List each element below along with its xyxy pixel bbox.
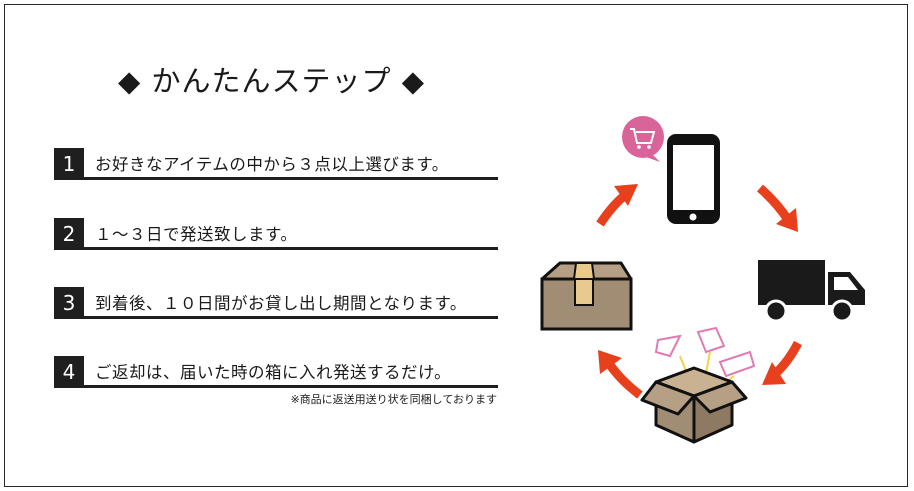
- closed-box-icon: [540, 261, 633, 331]
- step-underline: [84, 177, 498, 180]
- page-title: ◆ かんたんステップ ◆: [118, 64, 426, 98]
- arrow-phone-to-truck: [756, 184, 798, 232]
- arrow-box-to-parcel: [598, 350, 643, 399]
- step-text: 到着後、１０日間がお貸し出し期間となります。: [95, 294, 467, 313]
- step-3: 3 到着後、１０日間がお貸し出し期間となります。: [54, 287, 498, 319]
- page-frame: [4, 4, 908, 487]
- step-number: 4: [54, 356, 84, 388]
- open-box-icon: [640, 326, 756, 444]
- step-text: １〜３日で発送致します。: [95, 225, 298, 244]
- step-number: 1: [54, 148, 84, 180]
- truck-icon: [758, 260, 865, 323]
- arrow-truck-to-box: [762, 340, 802, 385]
- step-1: 1 お好きなアイテムの中から３点以上選びます。: [54, 148, 498, 180]
- step-number: 3: [54, 287, 84, 319]
- process-cycle-illustration: [540, 116, 865, 444]
- step-text: ご返却は、届いた時の箱に入れ発送するだけ。: [95, 363, 452, 382]
- step-underline: [84, 247, 498, 250]
- step-number: 2: [54, 218, 84, 250]
- step-text: お好きなアイテムの中から３点以上選びます。: [95, 155, 449, 174]
- cart-icon: [622, 116, 664, 162]
- arrow-parcel-to-phone: [596, 184, 638, 227]
- return-slip-note: ※商品に返送用送り状を同梱しております: [290, 393, 497, 406]
- step-4: 4 ご返却は、届いた時の箱に入れ発送するだけ。: [54, 356, 498, 388]
- step-underline: [84, 385, 498, 388]
- smartphone-icon: [667, 134, 720, 224]
- step-2: 2 １〜３日で発送致します。: [54, 218, 498, 250]
- step-underline: [84, 316, 498, 319]
